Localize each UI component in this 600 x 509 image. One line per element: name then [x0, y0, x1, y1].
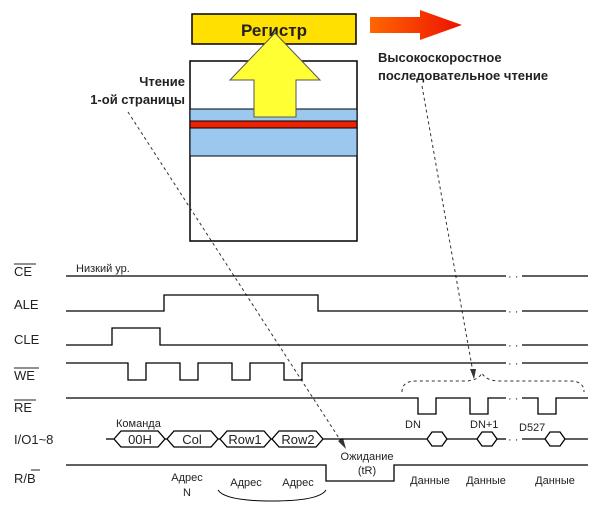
io-dn-label: DN	[405, 419, 421, 431]
signal-rb: R/B	[14, 471, 36, 486]
cont-dots-io: · ·	[508, 434, 518, 446]
addr-n-note-2: N	[183, 487, 191, 499]
cont-dots-we: · ·	[508, 358, 518, 370]
serial-out-arrow	[370, 10, 462, 40]
io-cell-row1-label: Row1	[228, 432, 261, 447]
cont-dots-ale: · ·	[508, 306, 518, 318]
re-waveform	[66, 397, 506, 415]
io-cell-d527	[544, 431, 566, 447]
io-cell-00h-label: 00H	[128, 432, 152, 447]
data-note-1: Данные	[410, 475, 450, 487]
pointer-page-read	[127, 111, 347, 450]
addr-note-b: Адрес	[282, 477, 314, 489]
cont-dots-cle: · ·	[508, 340, 518, 352]
page-read-caption-2: 1-ой страницы	[90, 92, 185, 107]
io-command-note: Команда	[116, 418, 162, 430]
io-d527-label: D527	[519, 422, 545, 434]
page-band-blue-bottom	[189, 127, 358, 157]
signal-we: WE	[14, 368, 35, 383]
pointer-fast-read-head	[470, 369, 476, 379]
fast-read-brace	[401, 371, 585, 393]
re-waveform-tail	[522, 397, 588, 415]
fast-read-caption-2: последовательное чтение	[378, 68, 548, 83]
io-cell-dn1	[476, 431, 498, 447]
data-note-3: Данные	[535, 475, 575, 487]
rb-waveform	[66, 464, 588, 482]
cle-waveform	[66, 327, 506, 346]
cont-dots-re: · ·	[508, 393, 518, 405]
register-label: Регистр	[241, 21, 307, 40]
page-read-caption-1: Чтение	[139, 74, 185, 89]
we-waveform	[66, 362, 506, 381]
ce-level-note: Низкий ур.	[76, 263, 130, 275]
io-cell-dn	[426, 431, 448, 447]
pointer-fast-read	[421, 85, 475, 379]
signal-re: RE	[14, 400, 32, 415]
io-dn1-label: DN+1	[470, 419, 498, 431]
pointer-page-read-head	[338, 438, 346, 449]
io-cell-row2-label: Row2	[281, 432, 314, 447]
rb-wait-note-1: Ожидание	[341, 451, 394, 463]
page-band-red	[189, 120, 358, 129]
addr-brace	[217, 489, 327, 502]
rb-wait-note-2: (tR)	[358, 465, 376, 477]
cont-dots-ce: · ·	[508, 271, 518, 283]
signal-io: I/O1~8	[14, 432, 53, 447]
io-cell-col-label: Col	[182, 432, 202, 447]
addr-n-note-1: Адрес	[171, 472, 203, 484]
ale-waveform	[66, 294, 506, 312]
signal-ale: ALE	[14, 297, 39, 312]
data-note-2: Данные	[466, 475, 506, 487]
signal-ce: CE	[14, 264, 32, 279]
signal-cle: CLE	[14, 332, 40, 347]
addr-note-a: Адрес	[230, 477, 262, 489]
transfer-up-arrow	[228, 32, 322, 118]
fast-read-caption-1: Высокоскоростное	[378, 50, 502, 65]
